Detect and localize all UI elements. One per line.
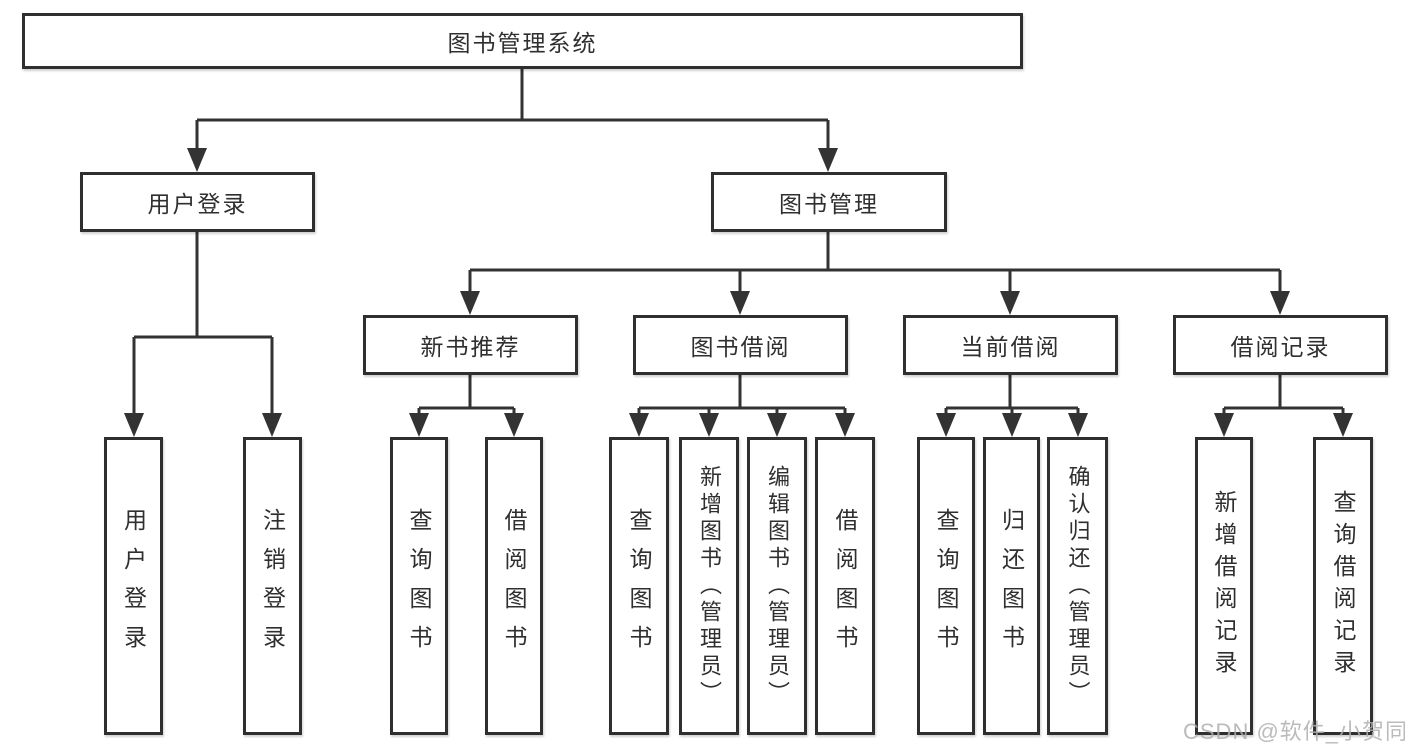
leaf-nb-borrow-book: 借阅图书 — [485, 437, 543, 735]
node-current-borrowing-label: 当前借阅 — [960, 334, 1061, 360]
leaf-br-query-record: 查询借阅记录 — [1313, 437, 1373, 735]
leaf-bb-add-book-admin-label: 新增图书（管理员） — [697, 464, 722, 708]
leaf-logout-label: 注销登录 — [259, 508, 286, 664]
node-current-borrowing: 当前借阅 — [903, 315, 1118, 375]
leaf-bb-edit-book-admin-label: 编辑图书（管理员） — [765, 464, 790, 708]
leaf-bb-add-book-admin: 新增图书（管理员） — [679, 437, 739, 735]
node-root-label: 图书管理系统 — [447, 30, 598, 56]
leaf-br-add-record-label: 新增借阅记录 — [1211, 490, 1237, 682]
node-book-borrowing: 图书借阅 — [633, 315, 848, 375]
leaf-br-query-record-label: 查询借阅记录 — [1330, 490, 1356, 682]
node-new-book-recommendation-label: 新书推荐 — [420, 334, 521, 360]
leaf-nb-query-book-label: 查询图书 — [406, 508, 432, 664]
leaf-bb-borrow-book: 借阅图书 — [815, 437, 875, 735]
leaf-br-add-record: 新增借阅记录 — [1195, 437, 1253, 735]
leaf-nb-query-book: 查询图书 — [390, 437, 448, 735]
leaf-cb-query-book: 查询图书 — [917, 437, 975, 735]
node-book-borrowing-label: 图书借阅 — [690, 334, 791, 360]
leaf-nb-borrow-book-label: 借阅图书 — [501, 508, 527, 664]
leaf-cb-confirm-return-admin: 确认归还（管理员） — [1047, 437, 1108, 735]
node-borrowing-records-label: 借阅记录 — [1230, 334, 1331, 360]
node-borrowing-records: 借阅记录 — [1173, 315, 1388, 375]
node-book-management: 图书管理 — [711, 172, 947, 232]
leaf-user-login-label: 用户登录 — [120, 508, 147, 664]
node-book-management-label: 图书管理 — [779, 191, 879, 217]
watermark: CSDN @软件_小贺同学 — [1183, 719, 1405, 744]
leaf-logout: 注销登录 — [243, 437, 302, 735]
node-user-login-label: 用户登录 — [147, 191, 248, 217]
node-user-login: 用户登录 — [80, 172, 315, 232]
leaf-user-login: 用户登录 — [104, 437, 163, 735]
leaf-cb-confirm-return-admin-label: 确认归还（管理员） — [1065, 464, 1091, 708]
leaf-cb-query-book-label: 查询图书 — [933, 508, 959, 664]
leaf-bb-query-book: 查询图书 — [609, 437, 669, 735]
leaf-bb-edit-book-admin: 编辑图书（管理员） — [747, 437, 807, 735]
leaf-bb-query-book-label: 查询图书 — [626, 508, 652, 664]
leaf-cb-return-book-label: 归还图书 — [998, 508, 1025, 664]
leaf-cb-return-book: 归还图书 — [983, 437, 1040, 735]
node-new-book-recommendation: 新书推荐 — [363, 315, 578, 375]
leaf-bb-borrow-book-label: 借阅图书 — [832, 508, 858, 664]
node-root: 图书管理系统 — [22, 13, 1023, 69]
